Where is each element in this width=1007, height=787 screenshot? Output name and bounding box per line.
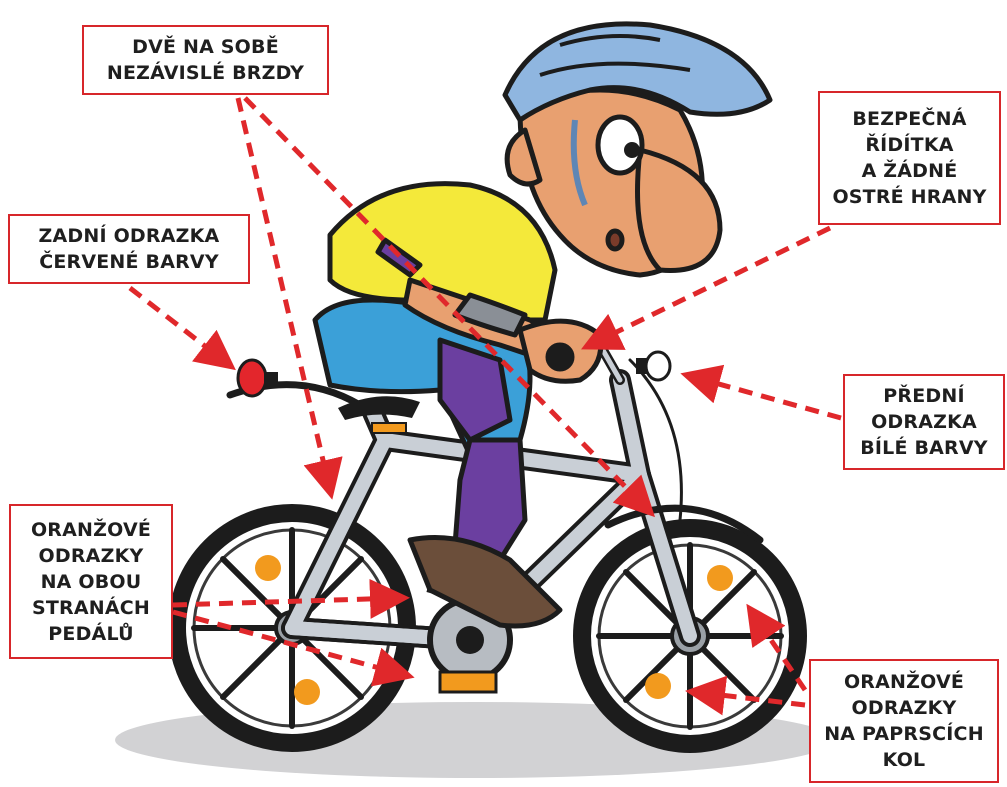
spoke-reflector <box>255 555 281 581</box>
label-front-reflector: PŘEDNÍ ODRAZKA BÍLÉ BARVY <box>843 374 1005 470</box>
arrow-brakes-rear <box>235 97 343 500</box>
label-handlebar-line: BEZPEČNÁ <box>852 108 967 130</box>
label-handlebar: BEZPEČNÁ ŘÍDÍTKA A ŽÁDNÉ OSTRÉ HRANY <box>818 91 1001 225</box>
arrow-rear-reflector <box>128 286 236 371</box>
saddle <box>338 396 420 420</box>
label-brakes-line: DVĚ NA SOBĚ <box>132 36 279 58</box>
label-handlebar-line: A ŽÁDNÉ <box>861 160 958 182</box>
arrow-front-reflector <box>680 364 842 421</box>
spoke-reflector <box>294 679 320 705</box>
arrow-pedal-lower <box>172 609 415 687</box>
arrow-spokes-lower <box>685 675 806 716</box>
front-wheel <box>573 519 807 753</box>
callout-arrows <box>128 96 842 716</box>
arrow-brakes-front <box>243 96 655 518</box>
rider <box>312 21 773 629</box>
label-pedal-reflectors-line: ODRAZKY <box>38 544 144 567</box>
label-front-reflector-line: PŘEDNÍ <box>883 385 965 407</box>
label-spoke-reflectors: ORANŽOVÉ ODRAZKY NA PAPRSCÍCH KOL <box>809 659 999 783</box>
label-spoke-reflectors-line: ORANŽOVÉ <box>843 671 965 693</box>
label-spoke-reflectors-line: KOL <box>882 749 926 771</box>
arrow-pedal-upper <box>172 578 410 619</box>
label-pedal-reflectors-line: ORANŽOVÉ <box>30 518 152 541</box>
label-pedal-reflectors-line: STRANÁCH <box>31 596 151 619</box>
arrow-spokes-upper <box>746 603 808 692</box>
label-pedal-reflectors: ORANŽOVÉ ODRAZKY NA OBOU STRANÁCH PEDÁLŮ <box>9 504 173 659</box>
label-handlebar-line: OSTRÉ HRANY <box>832 186 987 208</box>
label-brakes-line: NEZÁVISLÉ BRZDY <box>106 62 305 84</box>
label-spoke-reflectors-line: NA PAPRSCÍCH <box>824 723 984 745</box>
label-rear-reflector-line: ZADNÍ ODRAZKA <box>38 225 220 247</box>
spoke-reflector <box>645 673 671 699</box>
label-brakes: DVĚ NA SOBĚ NEZÁVISLÉ BRZDY <box>82 25 329 95</box>
label-handlebar-line: ŘÍDÍTKA <box>865 134 954 156</box>
label-front-reflector-line: BÍLÉ BARVY <box>860 437 988 459</box>
label-rear-reflector-line: ČERVENÉ BARVY <box>39 251 219 273</box>
label-front-reflector-line: ODRAZKA <box>871 411 977 433</box>
label-spoke-reflectors-line: ODRAZKY <box>851 697 957 719</box>
label-rear-reflector: ZADNÍ ODRAZKA ČERVENÉ BARVY <box>8 214 250 284</box>
rear-red-reflector <box>236 358 278 398</box>
spoke-reflector <box>707 565 733 591</box>
label-pedal-reflectors-line: PEDÁLŮ <box>48 622 134 645</box>
label-pedal-reflectors-line: NA OBOU <box>40 570 142 593</box>
front-white-reflector <box>636 350 672 382</box>
